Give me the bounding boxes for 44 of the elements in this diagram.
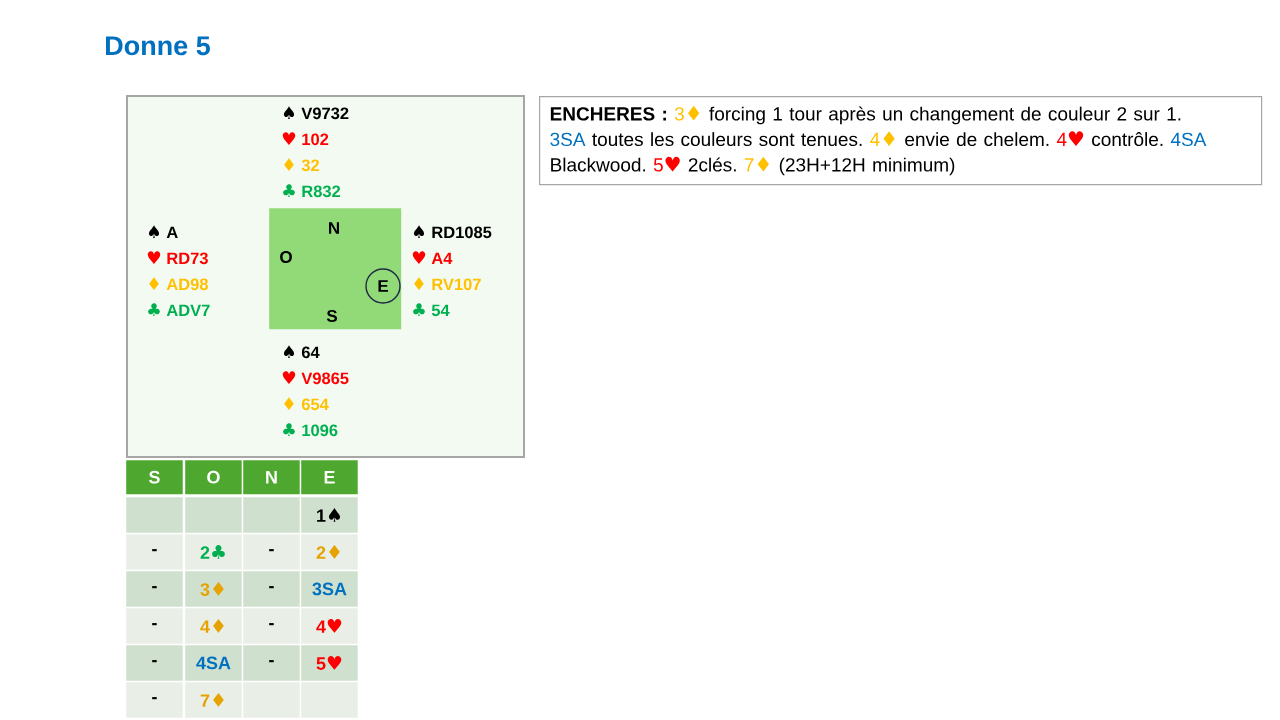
table-cell: 4♦	[185, 608, 242, 644]
card-holding: ♥ V9865	[282, 371, 349, 385]
card-holding: ♠ V9732	[283, 106, 349, 120]
card-holding: ♣ 54	[413, 303, 450, 317]
table-cell: -	[126, 534, 183, 570]
card-holding: ♥ 102	[282, 132, 329, 146]
card-holding: ♣ ADV7	[148, 303, 210, 316]
table-cell: -	[126, 645, 183, 681]
table-cell: 7♦	[185, 682, 242, 718]
table-cell: 2♣	[185, 534, 242, 570]
table-cell: 3SA	[301, 571, 358, 607]
table-cell: -	[126, 682, 183, 718]
table-cell: -	[243, 608, 300, 644]
compass-letter: S	[326, 310, 337, 322]
card-holding: ♣ 1096	[283, 423, 338, 437]
table-cell: -	[243, 534, 300, 570]
title: Donne 5	[106, 36, 210, 56]
table-cell: -	[126, 608, 183, 644]
card-holding: ♠ 64	[283, 345, 320, 359]
compass-letter: N	[329, 222, 339, 234]
table-cell: 3♦	[185, 571, 242, 607]
compass-letter: O	[280, 251, 292, 263]
table-cell: 2♦	[301, 534, 358, 570]
card-holding: ♠ RD1085	[413, 225, 492, 239]
table-cell: 5♥	[301, 645, 358, 681]
table-cell: -	[243, 571, 300, 607]
text-box: ENCHERES : 3♦ forcing 1 tour après un changement de couleur 2 sur 1. 3SA toutes les couleurs sont tenues. 4♦ envie de chelem. 4♥ contrôle. 4SA Blackwood. 5♥ 2clés. 7♦ (23H+12H minimum)	[539, 96, 1263, 186]
header-cell: S	[126, 460, 183, 495]
card-holding: ♠ A	[148, 225, 178, 238]
table-cell: 4SA	[185, 645, 242, 681]
card-holding: ♦ 32	[284, 158, 319, 172]
card-holding: ♥ A4	[412, 251, 453, 264]
table-cell: -	[126, 571, 183, 607]
card-holding: ♥ RD73	[147, 251, 208, 265]
card-holding: ♣ R832	[283, 184, 341, 198]
header-cell: N	[243, 460, 300, 495]
header-cell: O	[185, 460, 242, 495]
header-cell: E	[301, 460, 358, 495]
circled-letter: E	[365, 268, 401, 304]
card-holding: ♦ AD98	[149, 277, 208, 291]
table-cell: 4♥	[301, 608, 358, 644]
table-cell: 1♠	[301, 497, 358, 533]
table-cell: -	[243, 645, 300, 681]
card-holding: ♦ 654	[284, 397, 329, 411]
